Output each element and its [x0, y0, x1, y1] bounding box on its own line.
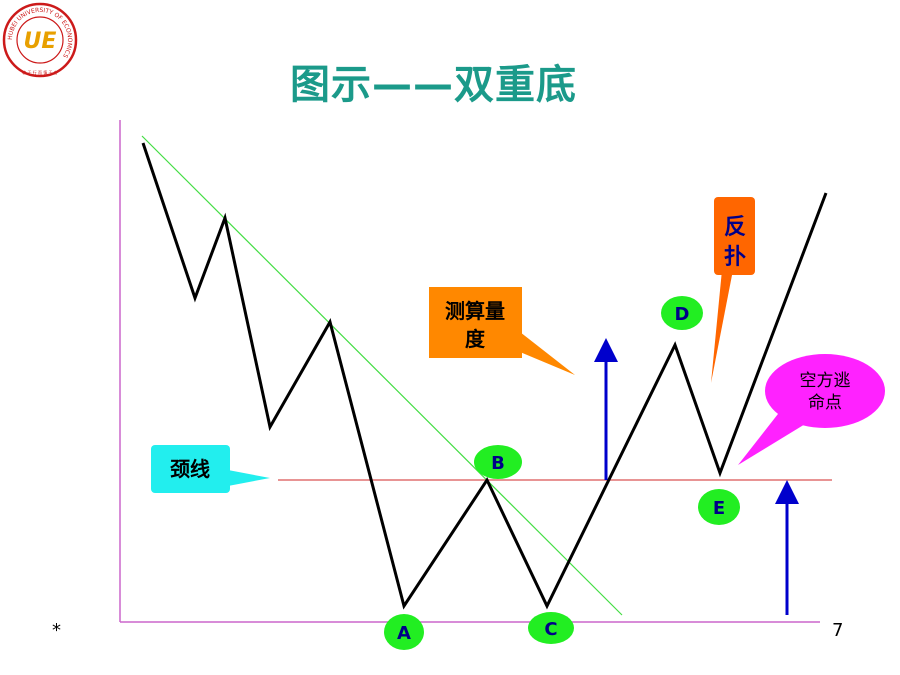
escape-label-line1: 空方逃: [800, 371, 851, 391]
measure-label-line1: 测算量: [445, 299, 505, 323]
pullback-label-line2: 扑: [724, 245, 746, 270]
price-path: [141, 142, 828, 610]
point-d: D: [661, 296, 703, 330]
point-c: C: [528, 612, 574, 644]
university-logo: HUBEI UNIVERSITY OF ECONOMICS UE 敏 于 行 而…: [2, 2, 78, 78]
escape-label-line2: 命点: [808, 393, 842, 413]
pullback-callout: 反 扑: [711, 197, 755, 383]
neckline-label: 颈线: [170, 457, 210, 481]
escape-point-callout: 空方逃 命点: [738, 354, 885, 465]
footer-asterisk: *: [52, 620, 61, 641]
point-a: A: [384, 614, 424, 650]
measure-callout: 测算量 度: [429, 287, 575, 375]
point-e: E: [698, 489, 740, 525]
page-number: 7: [832, 620, 844, 641]
slide-title: 图示——双重底: [290, 62, 577, 108]
logo-initials: UE: [24, 29, 57, 54]
logo-motto: 敏 于 行 而 慎 于 言: [22, 69, 58, 75]
measure-label-line2: 度: [465, 327, 486, 351]
point-b-label: B: [491, 453, 505, 474]
point-b: B: [474, 445, 522, 479]
neckline-callout: 颈线: [151, 445, 270, 493]
pullback-label-line1: 反: [724, 215, 746, 240]
point-c-label: C: [544, 619, 557, 640]
point-d-label: D: [675, 304, 690, 325]
point-a-label: A: [397, 623, 411, 644]
point-e-label: E: [713, 498, 725, 519]
downtrend-line: [141, 135, 623, 616]
